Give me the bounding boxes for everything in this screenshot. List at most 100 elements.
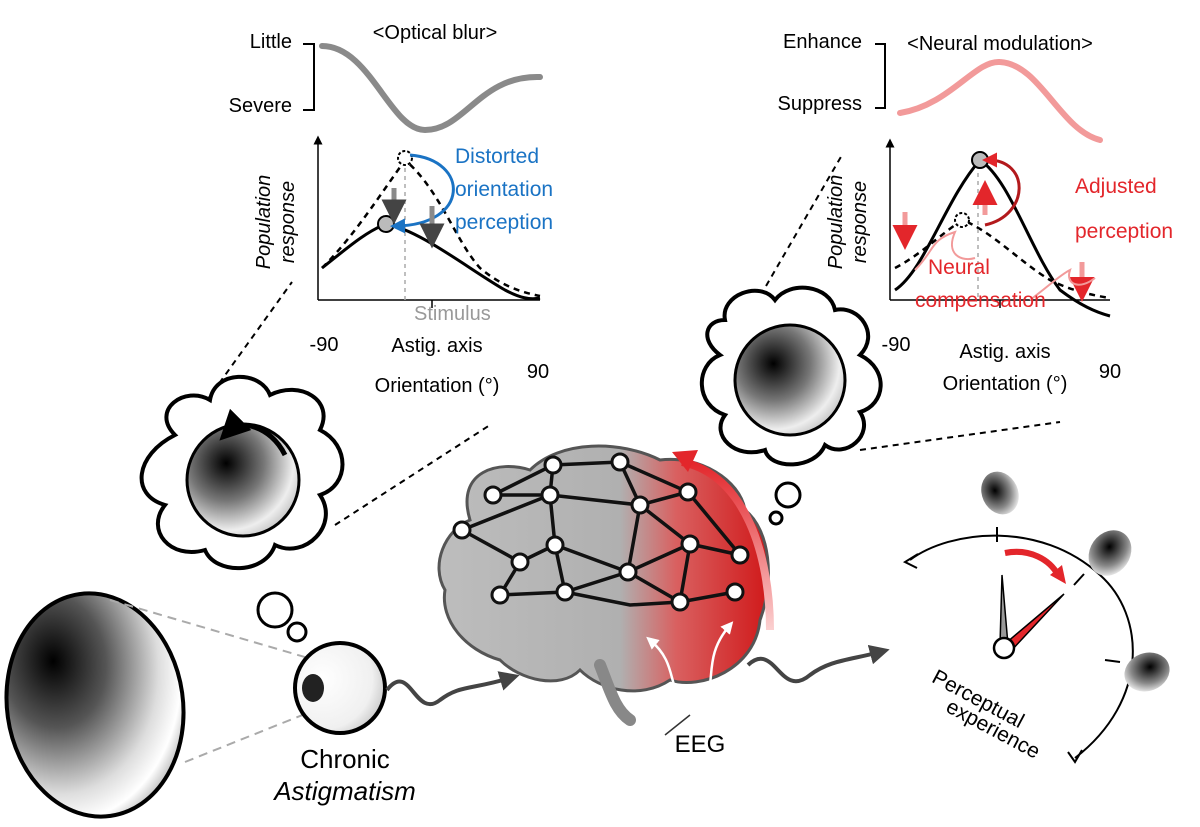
left-ylabel-line2: response xyxy=(277,181,299,263)
orientation-sample-right xyxy=(1088,530,1132,576)
electrode xyxy=(730,545,750,565)
original-peak-marker xyxy=(397,150,413,166)
modulation-scale-bracket xyxy=(875,43,886,109)
chronic-label: Chronic xyxy=(300,744,390,774)
right-bubble-connector-2 xyxy=(859,421,1061,451)
right-xlabel-line1: Astig. axis xyxy=(959,341,1050,363)
dial-pivot xyxy=(992,636,1016,660)
right-y-label: Population response xyxy=(825,175,871,270)
right-bubble-dot-large xyxy=(774,481,802,509)
perception-shift-head xyxy=(1050,565,1066,584)
bubble-dot-small xyxy=(286,621,308,643)
electrode xyxy=(452,520,472,540)
brain-to-dial-arrow xyxy=(746,644,890,684)
compensation-label: compensation xyxy=(915,289,1046,312)
shifted-peak-marker xyxy=(377,215,395,233)
compensation-squiggle-right xyxy=(1029,268,1096,301)
electrode xyxy=(543,455,563,475)
distorted-label-3: perception xyxy=(455,211,553,234)
eeg-label: EEG xyxy=(675,731,726,758)
blur-little-label: Little xyxy=(250,31,292,53)
eeg-signal-arrow-1 xyxy=(646,636,691,713)
modulation-enhance-label: Enhance xyxy=(783,31,862,53)
right-bubble-connector-1 xyxy=(754,154,843,306)
brain-group: EEG xyxy=(437,444,774,758)
astigmatic-lens-image xyxy=(4,591,186,819)
distorted-label-1: Distorted xyxy=(455,145,539,168)
perceptual-dial: Perceptual experience xyxy=(902,471,1170,764)
lens-connector-top xyxy=(109,599,316,661)
left-xlabel-line2: Orientation (°) xyxy=(375,375,500,397)
stimulus-label: Stimulus xyxy=(414,303,491,325)
perception-shift-arrow xyxy=(1004,548,1061,577)
distorted-label-2: orientation xyxy=(455,178,553,201)
eeg-signal-arrow-2 xyxy=(698,621,734,713)
right-tick-max: 90 xyxy=(1099,361,1121,383)
orientation-sample-bottom xyxy=(1124,652,1170,692)
electrode xyxy=(490,585,510,605)
astigmatic-eye-group: Chronic Astigmatism xyxy=(4,591,416,819)
blurred-peak-marker xyxy=(954,212,970,228)
brain-stem xyxy=(594,659,636,726)
eeg-electrodes xyxy=(452,452,750,612)
right-xlabel-line2: Orientation (°) xyxy=(943,373,1068,395)
dial-tick xyxy=(1073,573,1085,586)
electrode xyxy=(678,482,698,502)
left-tick-max: 90 xyxy=(527,361,549,383)
adjusted-label-1: Adjusted xyxy=(1075,175,1157,198)
electrode xyxy=(540,485,560,505)
adjusted-label-2: perception xyxy=(1075,220,1173,243)
dial-tick xyxy=(1104,659,1121,663)
right-ylabel-line2: response xyxy=(849,181,871,263)
modulation-arc-head xyxy=(672,450,698,472)
neural-modulation-curve xyxy=(897,59,1103,143)
eye-to-brain-arrow xyxy=(385,671,520,707)
blur-scale-bracket xyxy=(303,43,315,111)
right-ylabel-line1: Population xyxy=(825,175,847,270)
left-bubble-connector-2 xyxy=(334,424,491,526)
right-tick-min: -90 xyxy=(882,334,911,356)
electrode xyxy=(545,535,565,555)
left-thought-bubble xyxy=(139,374,345,643)
neural-label: Neural xyxy=(928,256,990,279)
left-panel-title: <Optical blur> xyxy=(373,22,498,44)
rotation-arrow xyxy=(219,408,288,457)
left-blur-lens xyxy=(185,422,301,538)
dial-arc-head-right xyxy=(1067,749,1083,764)
dial-arc xyxy=(909,534,1134,759)
blur-severe-label: Severe xyxy=(229,95,292,117)
adjustment-arrow xyxy=(982,152,1021,227)
right-blur-lens xyxy=(733,323,847,437)
dial-needle-original xyxy=(999,574,1009,646)
electrode xyxy=(483,485,503,505)
electrode xyxy=(725,582,745,602)
dial-arc-head-left xyxy=(902,553,919,569)
left-y-label: Population response xyxy=(253,175,299,270)
modulation-arc xyxy=(681,458,774,631)
orientation-sample-top xyxy=(981,471,1019,515)
blurred-tuning-curve xyxy=(321,222,541,301)
right-thought-bubble xyxy=(699,285,883,526)
electrode xyxy=(630,495,650,515)
right-bubble-dot-small xyxy=(768,510,784,526)
lens-connector-bottom xyxy=(184,711,311,763)
electrode xyxy=(680,534,700,554)
left-xlabel-line1: Astig. axis xyxy=(391,335,482,357)
right-panel: <Neural modulation> Enhance Suppress Pop… xyxy=(778,31,1174,395)
adjusted-peak-marker xyxy=(971,151,989,169)
eeg-pointer xyxy=(664,714,691,736)
electrode xyxy=(618,562,638,582)
astigmatism-label: Astigmatism xyxy=(272,776,416,806)
pupil xyxy=(302,674,324,702)
eye-icon xyxy=(293,641,387,735)
left-tick-min: -90 xyxy=(310,334,339,356)
electrode xyxy=(610,452,630,472)
left-panel: <Optical blur> Little Severe Population … xyxy=(229,22,553,397)
modulation-suppress-label: Suppress xyxy=(778,93,863,115)
left-ylabel-line1: Population xyxy=(253,175,275,270)
original-tuning-curve xyxy=(321,158,541,298)
compensation-squiggle-left xyxy=(914,230,976,271)
electrode xyxy=(555,582,575,602)
